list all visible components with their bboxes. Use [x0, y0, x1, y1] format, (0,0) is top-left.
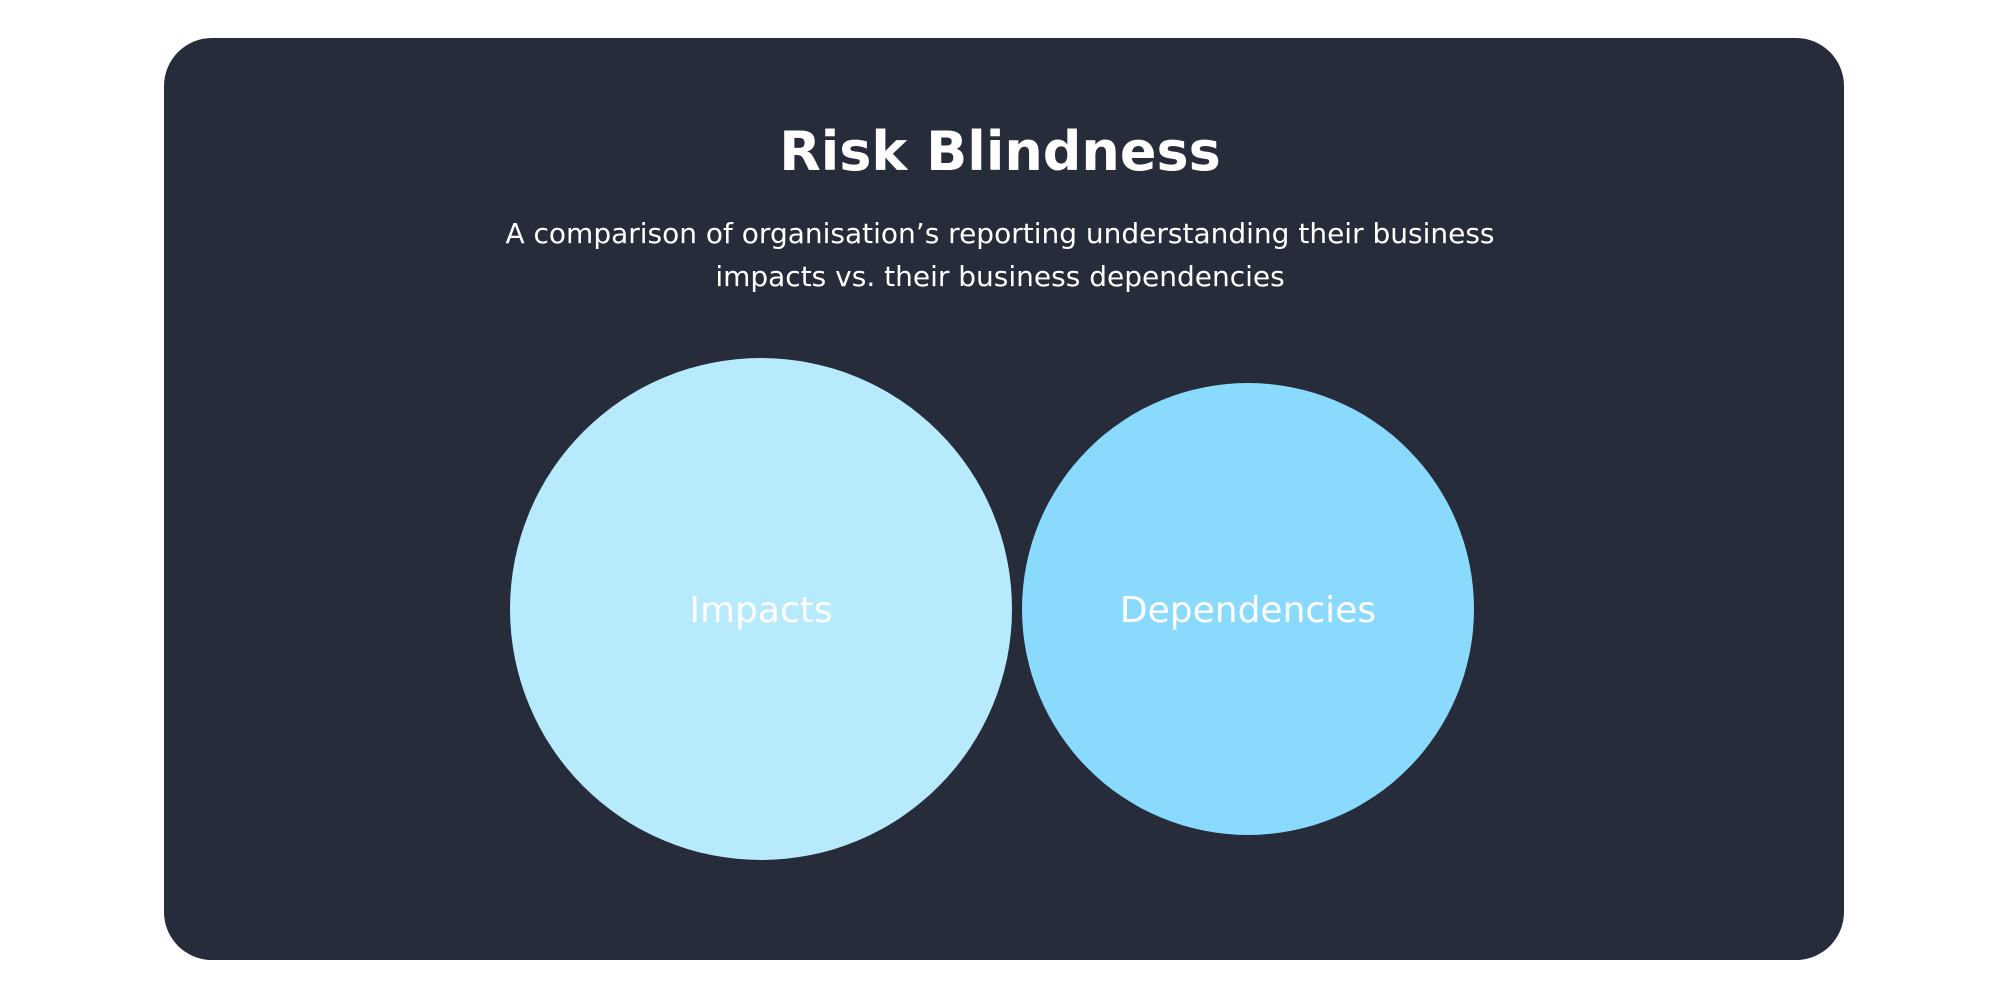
- impacts-circle: [510, 358, 1012, 860]
- impacts-label: Impacts: [689, 590, 832, 631]
- diagram-title: Risk Blindness: [779, 120, 1221, 183]
- dependencies-circle: [1022, 383, 1474, 835]
- diagram-subtitle: A comparison of organisation’s reporting…: [505, 217, 1495, 293]
- dependencies-label: Dependencies: [1120, 590, 1376, 631]
- diagram-card: [164, 38, 1844, 960]
